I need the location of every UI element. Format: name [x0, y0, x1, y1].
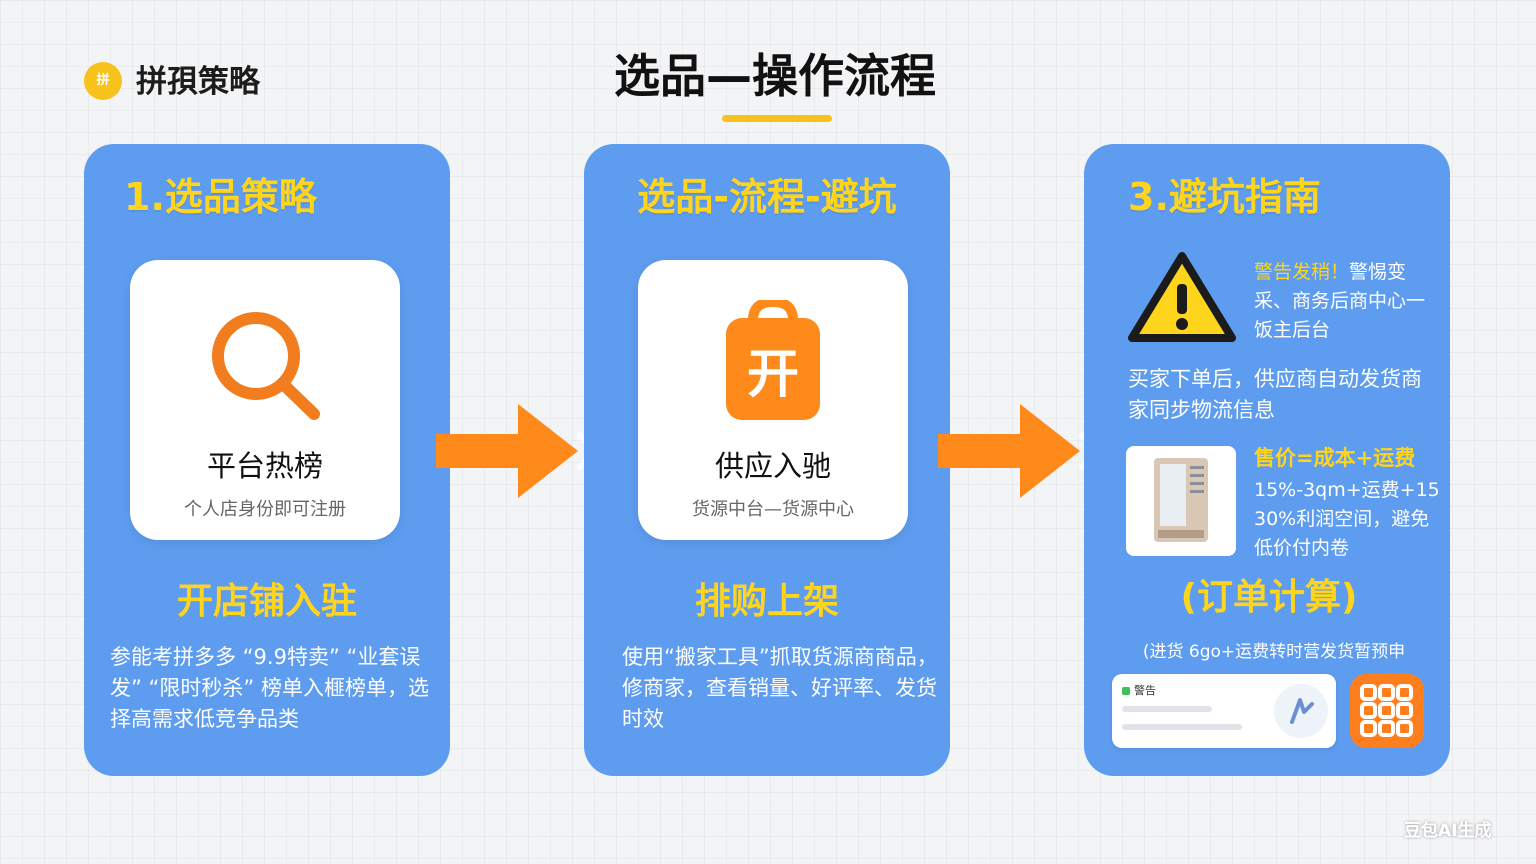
svg-text:开: 开	[747, 345, 799, 405]
shop-bag-icon: 开	[726, 300, 820, 420]
step-card-strategy: 1.选品策略 平台热榜 个人店身份即可注册 开店铺入驻 参能考拼多多 “9.9特…	[84, 144, 450, 776]
app-grid-icon	[1350, 674, 1424, 748]
icon-tile: 开 供应入驰 货源中台—货源中心	[638, 260, 908, 540]
step-card-pitfalls: 3.避坑指南 警告发稍！警惕变采、商务后商中心一饭主后台 买家下单后，供应商自动…	[1084, 144, 1450, 776]
card-heading: 1.选品策略	[124, 175, 317, 219]
card-body-text: 参能考拼多多 “9.9特卖” “业套误发” “限时秒杀” 榜单入榧榜单，选择高需…	[110, 645, 429, 731]
chart-logo-icon	[1274, 684, 1328, 738]
warning-text: 警告发稍！警惕变采、商务后商中心一饭主后台	[1254, 258, 1434, 345]
tile-subtitle: 个人店身份即可注册	[184, 499, 346, 520]
text-line	[1122, 724, 1242, 730]
tile-subtitle: 货源中台—货源中心	[692, 499, 854, 520]
order-preview-card: 警告	[1112, 674, 1336, 748]
product-image	[1126, 446, 1236, 556]
tile-title: 平台热榜	[206, 449, 323, 483]
card-heading: 3.避坑指南	[1128, 175, 1321, 219]
brand-name: 拼孭策略	[136, 64, 260, 100]
arrow-right-icon	[938, 404, 1095, 498]
appliance-image-icon	[1154, 458, 1208, 542]
watermark: 豆包AI生成	[1404, 821, 1492, 841]
warning-highlight: 警告发稍！	[1254, 261, 1350, 283]
order-formula-text: (进货 6go+运费转时营发货暂预申	[1142, 642, 1406, 662]
mini-card-label: 警告	[1122, 684, 1156, 698]
sub-heading: 开店铺入驻	[176, 581, 357, 622]
card-heading: 选品-流程-避坑	[637, 175, 897, 219]
card-body-text: 使用“搬家工具”抓取货源商商品，修商家，查看销量、好评率、发货时效	[622, 645, 938, 731]
brand-logo-icon: 拼	[84, 62, 122, 100]
arrow-right-icon	[436, 404, 593, 498]
shipping-text: 买家下单后，供应商自动发货商家同步物流信息	[1128, 367, 1422, 422]
price-formula-text: 15%-3qm+运费+15 30%利润空间，避免低价付内卷	[1254, 479, 1440, 559]
sub-heading: 排购上架	[694, 581, 839, 622]
tile-title: 供应入驰	[714, 449, 831, 483]
order-heading: (订单计算)	[1180, 577, 1358, 618]
icon-tile: 平台热榜 个人店身份即可注册	[130, 260, 400, 540]
status-dot-icon	[1122, 687, 1130, 695]
warning-icon	[1128, 252, 1236, 342]
page-title: 选品—操作流程	[614, 49, 936, 103]
title-underline	[722, 115, 832, 122]
search-icon	[212, 312, 320, 420]
step-card-process: 选品-流程-避坑 开 供应入驰 货源中台—货源中心 排购上架 使用“搬家工具”抓…	[584, 144, 950, 776]
price-formula-title: 售价=成本+运费	[1254, 446, 1416, 470]
warning-detail: 警惕变采、商务后商中心一饭主后台	[1254, 261, 1426, 341]
text-line	[1122, 706, 1212, 712]
